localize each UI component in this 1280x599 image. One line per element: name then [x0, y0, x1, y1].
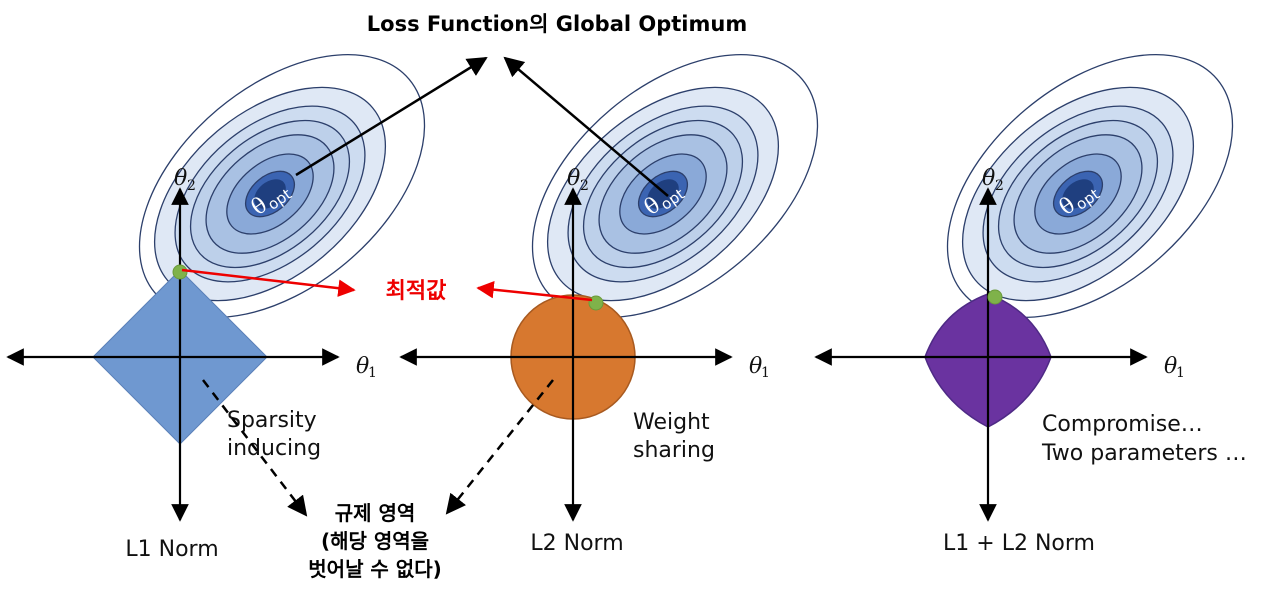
- norm-label: L1 + L2 Norm: [943, 531, 1095, 556]
- panel-caption-line: Two parameters …: [1041, 441, 1247, 466]
- y-axis-label: θ: [982, 166, 995, 191]
- x-axis-label-subscript: 1: [1176, 365, 1185, 381]
- region-arrow-right: [445, 379, 554, 515]
- panel-caption-line: Weight: [633, 410, 710, 435]
- region-label-line-1: 규제 영역: [335, 501, 416, 525]
- optimum-point: [987, 289, 1003, 305]
- panel-caption-line: inducing: [227, 436, 321, 461]
- diagram-title: Loss Function의 Global Optimum: [367, 12, 747, 36]
- x-axis-label-subscript: 1: [761, 365, 770, 381]
- panel-caption-line: Compromise…: [1042, 412, 1203, 437]
- optimum-point: [172, 264, 188, 280]
- panel-caption-line: sharing: [633, 438, 715, 463]
- y-axis-label: θ: [567, 166, 580, 191]
- y-axis-label-subscript: 2: [995, 178, 1004, 194]
- norm-label: L2 Norm: [530, 531, 623, 556]
- loss-contours: [946, 53, 1234, 319]
- loss-contours: [138, 53, 426, 319]
- contour-core: [1062, 179, 1094, 209]
- norm-label: L1 Norm: [125, 537, 218, 562]
- x-axis-label: θ: [1164, 354, 1177, 379]
- loss-contours: [531, 53, 819, 319]
- x-axis-label-subscript: 1: [368, 365, 377, 381]
- title-arrow-right: [503, 56, 669, 197]
- x-axis-label: θ: [749, 354, 762, 379]
- optimum-arrow-right: [476, 280, 593, 302]
- optimum-arrow-left: [181, 268, 356, 297]
- contour-core: [254, 179, 286, 209]
- x-axis-label: θ: [356, 354, 369, 379]
- region-arrow-left: [202, 379, 308, 517]
- region-label: 규제 영역 (해당 영역을 벗어날 수 없다): [308, 501, 441, 581]
- title-arrow-left: [295, 56, 488, 177]
- region-label-line-3: 벗어날 수 없다): [308, 557, 441, 581]
- optimum-label: 최적값: [386, 279, 447, 304]
- panel-caption-line: Sparsity: [227, 408, 317, 433]
- y-axis-label: θ: [174, 166, 187, 191]
- y-axis-label-subscript: 2: [187, 178, 196, 194]
- y-axis-label-subscript: 2: [580, 178, 589, 194]
- region-label-line-2: (해당 영역을: [321, 529, 429, 553]
- optimum-point: [588, 295, 604, 311]
